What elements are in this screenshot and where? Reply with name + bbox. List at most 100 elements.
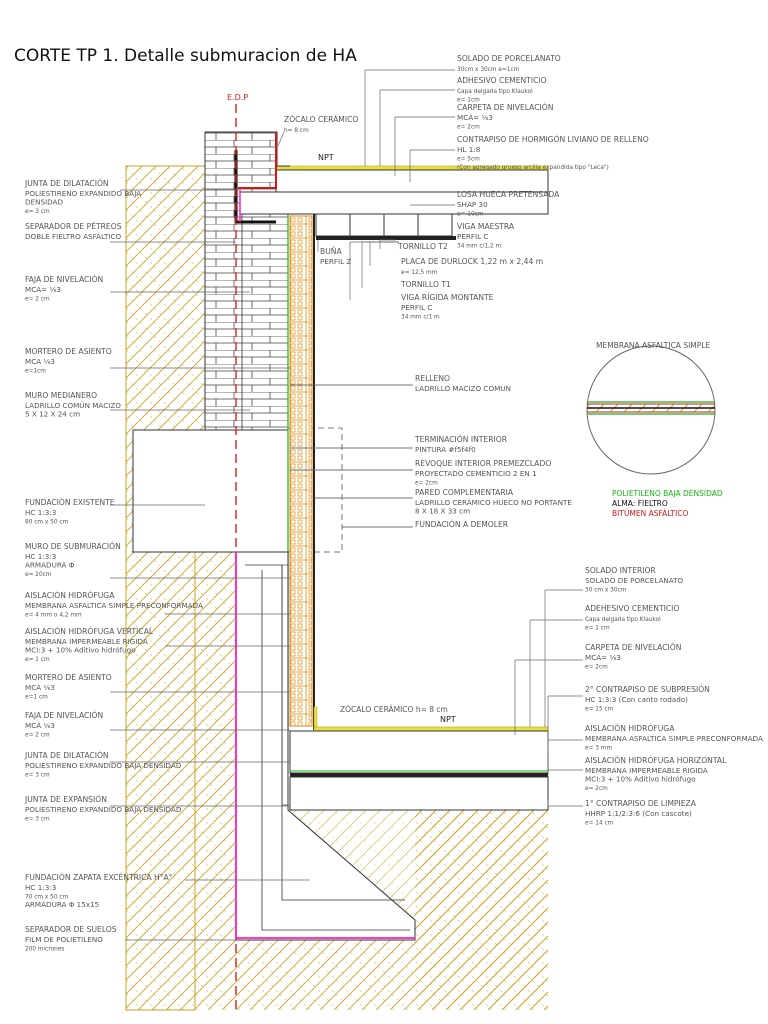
label-line: 34 mm c/1,2 m	[457, 244, 502, 250]
label-line: LADRILLO MACIZO COMUN	[415, 384, 511, 393]
label-line: MCA ⅛3	[25, 721, 55, 730]
label-line: PERFIL C	[401, 303, 432, 312]
label-line: SEPARADOR DE PÉTREOS	[25, 222, 122, 231]
label-line: e= 3 cm	[25, 817, 50, 823]
label-line: 200 micrones	[25, 947, 64, 953]
label-line: BUÑA	[320, 247, 342, 256]
label-line: MCI:3 + 10% Aditivo hidrófugo	[585, 775, 696, 784]
label-line: e= 4 mm o 4,2 mm	[25, 613, 82, 619]
label-line: TORNILLO T1	[400, 280, 451, 289]
label-line: FUNDACIÓN A DEMOLER	[415, 520, 509, 529]
membrane-detail-layers	[587, 401, 715, 415]
label-line: e= 1cm	[457, 98, 480, 104]
label-line: MEMBRANA IMPERMEABLE RIGIDA	[25, 637, 148, 646]
label-line: Capa delgada tipo Klaukol	[585, 617, 661, 623]
label-line: ADEHESIVO CEMENTICIO	[585, 604, 679, 613]
label-line: e= 3 cm	[25, 209, 50, 215]
label-line: PERFIL C	[457, 232, 488, 241]
label-line: MURO MEDIANERO	[25, 391, 97, 400]
page-title: CORTE TP 1. Detalle submuracion de HA	[14, 46, 357, 66]
npt-top-label: NPT	[318, 153, 334, 162]
label-line: e= 2cm	[457, 125, 480, 131]
label-line: e= 1 cm	[585, 626, 610, 632]
label-line: e=1cm	[25, 369, 46, 375]
label-line: e= 14 cm	[585, 821, 614, 827]
label-line: HHRP 1:1/2:3:6 (Con cascote)	[585, 809, 692, 818]
label-line: 1° CONTRAPISO DE LIMPIEZA	[585, 799, 697, 808]
lower-floor-finish	[313, 726, 549, 732]
label-line: MCI:3 + 10% Aditivo hidrófugo	[25, 646, 136, 655]
label-line: JUNTA DE DILATACIÓN	[24, 751, 109, 760]
label-line: CONTRAPISO DE HORMIGÓN LIVIANO DE RELLEN…	[457, 135, 649, 144]
label-line: 5 X 12 X 24 cm	[25, 410, 80, 419]
label-line: Capa delgada tipo Klaukol	[457, 89, 533, 95]
label-line: 30cm x 30cm e=1cm	[457, 67, 520, 73]
detail-title: MEMBRANA ASFALTICA SIMPLE	[596, 341, 710, 350]
lower-membrane	[290, 773, 548, 777]
label-line: SOLADO DE PORCELANATO	[585, 576, 684, 585]
label-line: ARMADURA Φ	[25, 561, 75, 570]
label-line: HC 1:3:3	[25, 508, 56, 517]
soil-right-block	[415, 810, 548, 1010]
label-line: CARPETA DE NIVELACIÓN	[457, 103, 553, 112]
label-line: LADRILLO COMÚN MACIZO	[25, 401, 121, 410]
label-line: PINTURA #f5f4f0	[415, 445, 476, 454]
legend-fieltro: ALMA: FIELTRO	[612, 499, 668, 508]
label-line: MORTERO DE ASIENTO	[25, 673, 112, 682]
soil-left	[125, 165, 206, 1011]
label-line: MORTERO DE ASIENTO	[25, 347, 112, 356]
label-line: AISLACIÓN HIDRÓFUGA	[585, 724, 675, 733]
label-line: SHAP 30	[457, 200, 488, 209]
ceiling-board	[316, 236, 456, 240]
label-line: HC 1:3:3	[25, 552, 56, 561]
label-line: PLACA DE DURLOCK 1,22 m x 2,44 m	[401, 257, 543, 266]
hollow-slab	[315, 213, 453, 237]
label-line: DENSIDAD	[25, 198, 63, 207]
npt-bottom-label: NPT	[440, 715, 456, 724]
label-line: JUNTA DE EXPANSIÓN	[24, 795, 107, 804]
label-line: TORNILLO T2	[397, 242, 448, 251]
label-line: LADRILLO CERÁMICO HUECO NO PORTANTE	[415, 498, 572, 507]
label-line: e= 2cm	[415, 481, 438, 487]
label-line: e= 2cm	[585, 786, 608, 792]
label-line: MCA= ⅛3	[585, 653, 621, 662]
label-line: e= 12,5 mm	[401, 270, 438, 276]
label-right: CONTRAPISO DE HORMIGÓN LIVIANO DE RELLEN…	[457, 135, 649, 171]
label-line: MCA ⅛3	[25, 357, 55, 366]
label-line: 2° CONTRAPISO DE SUBPRESIÓN	[585, 685, 710, 694]
label-line: e= 2 cm	[25, 297, 50, 303]
label-line: 34 mm c/1 m	[401, 315, 440, 321]
label-line: PROYECTADO CEMENTICIO 2 EN 1	[415, 469, 537, 478]
label-line: e= 5cm	[457, 157, 480, 163]
label-line: HC 1:3:3 (Con canto rodado)	[585, 695, 688, 704]
leader-line	[277, 131, 285, 147]
label-line: 80 cm x 50 cm	[25, 520, 69, 526]
label-line: e= 3 mm	[585, 746, 612, 752]
label-line: RELLENO	[415, 374, 450, 383]
zocalo-bottom-label: ZÓCALO CERÁMICO h= 8 cm	[340, 705, 448, 714]
label-line: AISLACIÓN HIDRÓFUGA VERTICAL	[25, 627, 154, 636]
label-right: TORNILLO T1	[400, 280, 451, 289]
label-line: e= 3 cm	[25, 773, 50, 779]
